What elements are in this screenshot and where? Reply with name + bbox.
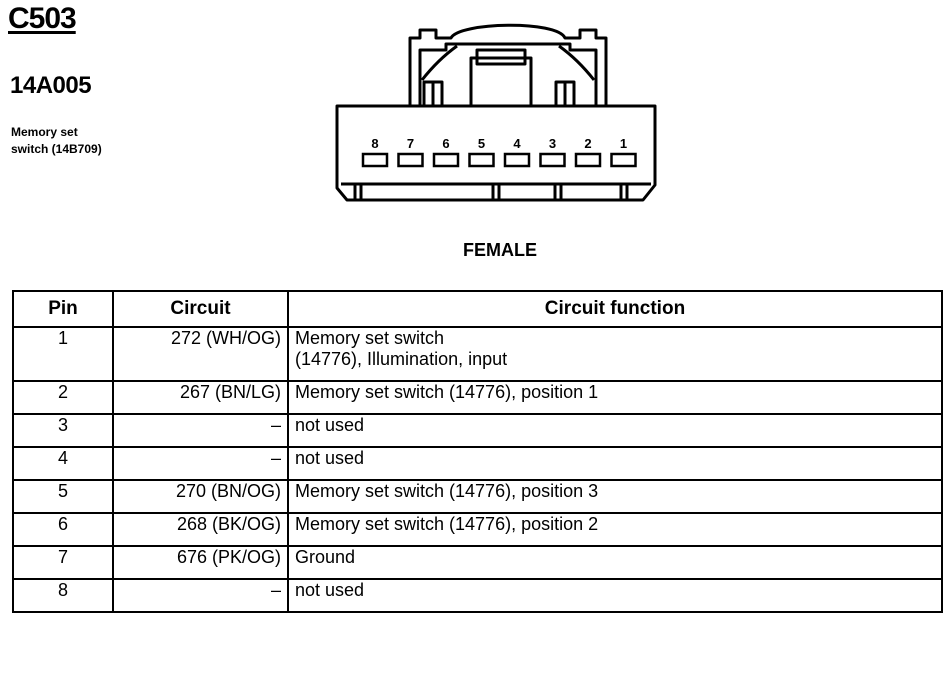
pin-number-cell: 4 (12, 446, 114, 481)
pin-cavity (468, 152, 495, 168)
connector-id: C503 (8, 2, 77, 35)
component-name: Memory set switch (14B709) (11, 124, 161, 158)
pin-cavity (361, 152, 389, 168)
header-circuit: Circuit (112, 290, 289, 328)
circuit-function-line: not used (295, 415, 365, 435)
pin-number-label: 3 (549, 136, 556, 151)
pin-number-cell: 8 (12, 578, 114, 613)
circuit-cell: – (112, 413, 289, 448)
pin-number-cell: 5 (12, 479, 114, 514)
pin-number-label: 1 (620, 136, 627, 151)
circuit-cell: 272 (WH/OG) (112, 326, 289, 382)
pin-cavity (539, 152, 566, 168)
circuit-cell: 676 (PK/OG) (112, 545, 289, 580)
circuit-function-cell: not used (287, 413, 943, 448)
circuit-function-cell: Memory set switch (14776), position 2 (287, 512, 943, 547)
pin-cavity (574, 152, 602, 168)
gender-label: FEMALE (463, 240, 537, 260)
pin-cavity (397, 152, 424, 168)
circuit-function-cell: Memory set switch (14776), position 3 (287, 479, 943, 514)
pin-cavity (610, 152, 637, 168)
circuit-cell: – (112, 578, 289, 613)
circuit-function-cell: Memory set switch(14776), Illumination, … (287, 326, 943, 382)
header-pin: Pin (12, 290, 114, 328)
connector-body (335, 104, 657, 202)
circuit-function-cell: not used (287, 578, 943, 613)
pin-cavity (503, 152, 531, 168)
latch-housing (408, 23, 608, 106)
part-number: 14A005 (10, 72, 92, 99)
latch-housing-inner (418, 42, 598, 106)
pin-number-cell: 6 (12, 512, 114, 547)
locking-tab-top (475, 48, 527, 66)
component-name-line-1: Memory set (11, 125, 78, 139)
component-name-line-2: switch (14B709) (11, 142, 102, 156)
circuit-cell: – (112, 446, 289, 481)
table-header-row: Pin Circuit Circuit function (12, 290, 943, 328)
pin-number-label: 5 (478, 136, 485, 151)
circuit-cell: 268 (BK/OG) (112, 512, 289, 547)
table-row: 3–not used (12, 413, 943, 448)
pin-number-cell: 7 (12, 545, 114, 580)
keyway-right (619, 182, 629, 202)
circuit-function-cell: Memory set switch (14776), position 1 (287, 380, 943, 415)
table-row: 4–not used (12, 446, 943, 481)
circuit-function-line: not used (295, 580, 365, 600)
circuit-cell: 270 (BN/OG) (112, 479, 289, 514)
latch-spring-right (558, 44, 596, 81)
pin-number-cell: 1 (12, 326, 114, 382)
table-row: 8–not used (12, 578, 943, 613)
header-circuit-function: Circuit function (287, 290, 943, 328)
circuit-function-line: Memory set switch (14776), position 3 (295, 481, 599, 501)
keyway-center-left (491, 182, 501, 202)
circuit-function-cell: Ground (287, 545, 943, 580)
pin-number-label: 6 (442, 136, 449, 151)
pin-number-label: 7 (407, 136, 414, 151)
pin-number-label: 8 (371, 136, 378, 151)
circuit-function-line: Memory set switch (14776), position 2 (295, 514, 599, 534)
circuit-function-cell: not used (287, 446, 943, 481)
pin-cavity-row: 8 7 6 5 4 3 2 1 (361, 136, 637, 168)
keyway-center-right (553, 182, 563, 202)
pin-number-cell: 3 (12, 413, 114, 448)
circuit-function-line: Memory set switch (14776), position 1 (295, 382, 599, 402)
circuit-function-line: Ground (295, 547, 356, 567)
keyway-left (353, 182, 363, 202)
connector-face-drawing: 8 7 6 5 4 3 2 1 (335, 23, 657, 202)
pin-cavity (432, 152, 460, 168)
pin-number-cell: 2 (12, 380, 114, 415)
circuit-function-line: Memory set switch (295, 328, 445, 348)
pin-number-label: 2 (584, 136, 591, 151)
circuit-cell: 267 (BN/LG) (112, 380, 289, 415)
pin-number-label: 4 (513, 136, 521, 151)
circuit-function-line: (14776), Illumination, input (295, 349, 508, 369)
circuit-function-line: not used (295, 448, 365, 468)
latch-spring-left (420, 44, 458, 81)
